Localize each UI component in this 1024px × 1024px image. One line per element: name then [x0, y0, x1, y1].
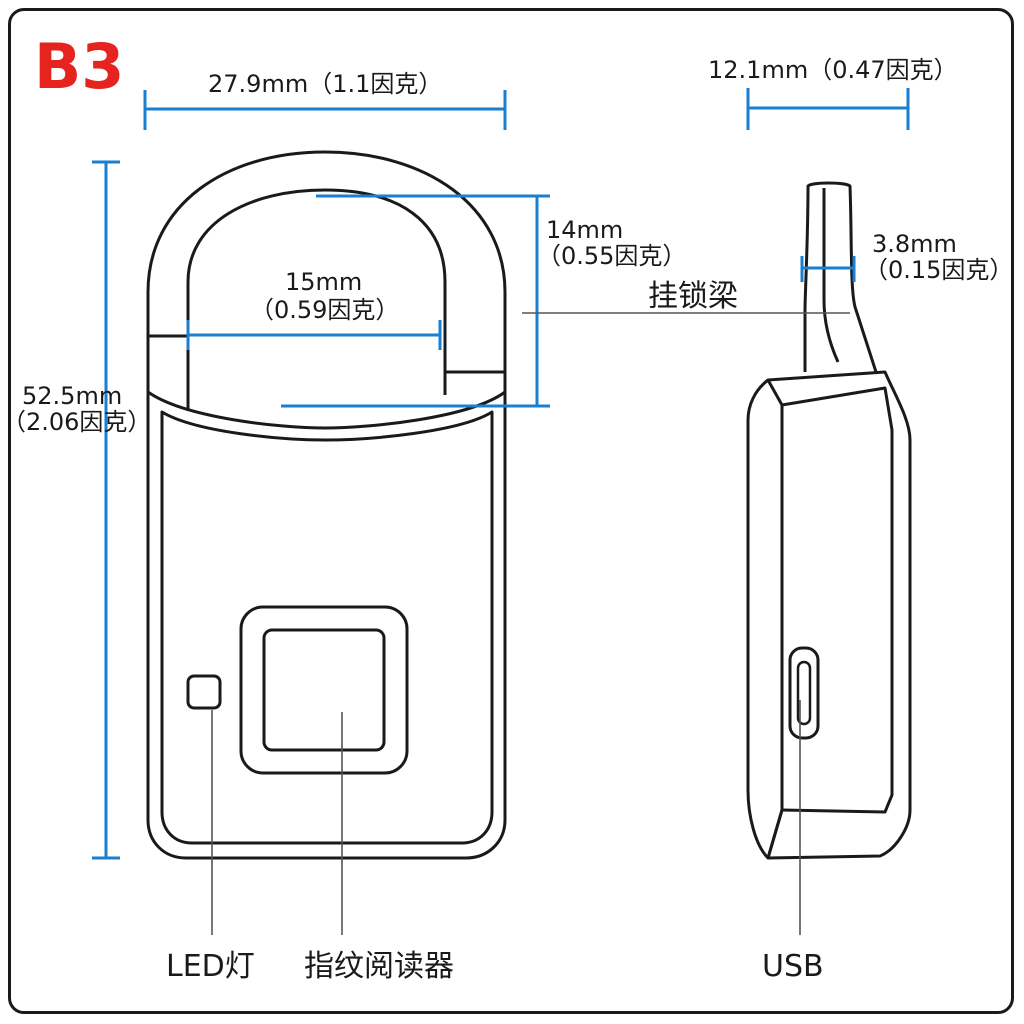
lock-body-inner — [160, 410, 494, 845]
shackle-width-alt: （0.59因克） — [250, 296, 399, 324]
side-shackle — [803, 181, 878, 373]
side-view — [746, 181, 912, 860]
front-view — [146, 150, 507, 860]
fingerprint-sensor-inner[interactable] — [262, 628, 386, 752]
shackle-height-alt: （0.55因克） — [537, 242, 686, 270]
led-callout: LED灯 — [166, 949, 255, 984]
shackle-height-value: 14mm — [546, 216, 623, 244]
usb-port-inner — [796, 660, 812, 726]
thickness-label: 12.1mm（0.47因克） — [708, 56, 958, 84]
shackle-diameter-value: 3.8mm — [872, 230, 957, 258]
front-dimensions — [92, 90, 550, 860]
led-indicator — [186, 674, 222, 710]
side-body-rear-panel — [781, 386, 894, 814]
lock-body-outer — [146, 390, 507, 860]
side-shackle-inner — [822, 188, 840, 363]
shackle-callout: 挂锁梁 — [648, 279, 738, 314]
height-alt: （2.06因克） — [2, 408, 151, 436]
side-dimensions — [746, 88, 910, 282]
fingerprint-reader-callout: 指纹阅读器 — [304, 949, 454, 984]
width-label: 27.9mm（1.1因克） — [208, 70, 442, 98]
usb-port[interactable] — [788, 646, 820, 740]
usb-callout: USB — [762, 949, 824, 984]
callout-leaders — [211, 312, 850, 935]
model-label: B3 — [34, 30, 124, 103]
shackle-diameter-alt: （0.15因克） — [864, 256, 1013, 284]
shackle-width-value: 15mm — [285, 268, 362, 296]
shackle-outer — [146, 150, 507, 395]
side-body-bottom-edge — [766, 809, 784, 859]
side-body-front-panel — [766, 379, 784, 859]
height-value: 52.5mm — [22, 382, 122, 410]
fingerprint-sensor-outer[interactable] — [239, 605, 409, 775]
shackle-inner — [186, 188, 447, 410]
side-body-outer — [746, 370, 912, 860]
diagram-frame — [8, 8, 1014, 1014]
